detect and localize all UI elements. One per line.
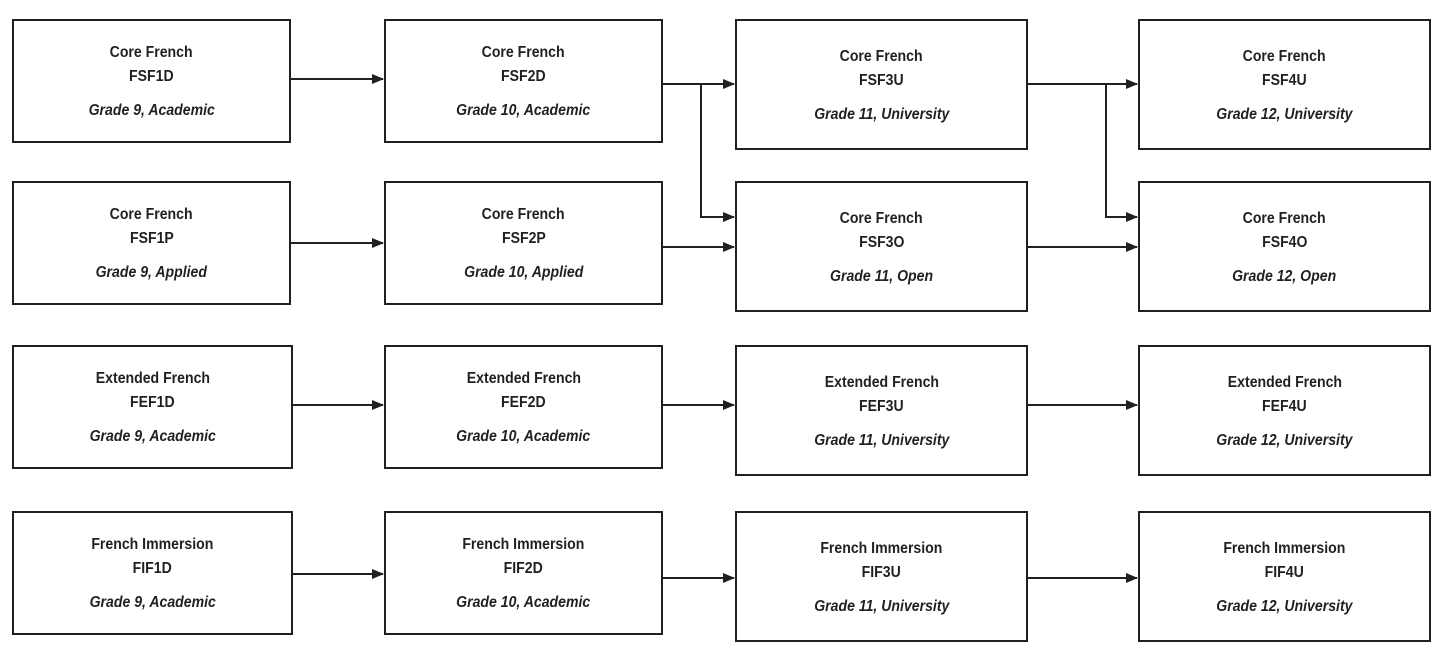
course-code: FSF1P — [129, 230, 174, 247]
course-grade: Grade 12, University — [1216, 105, 1353, 123]
course-name: French Immersion — [1223, 539, 1346, 557]
course-grade: Grade 10, Academic — [456, 594, 591, 611]
arrow-fsf2d-fsf3o — [700, 84, 735, 222]
course-box-fif3u: French Immersion FIF3U Grade 11, Univers… — [735, 511, 1028, 642]
course-name: Core French — [110, 44, 193, 61]
arrow-fsf3u-fsf4o — [1105, 84, 1138, 222]
course-name: Core French — [482, 206, 565, 223]
course-name: Extended French — [1227, 373, 1342, 391]
course-grade: Grade 10, Applied — [463, 264, 584, 281]
course-code: FEF4U — [1262, 397, 1307, 415]
course-code: FEF3U — [859, 397, 904, 415]
course-box-fsf4o: Core French FSF4O Grade 12, Open — [1138, 181, 1431, 312]
course-code: FSF4O — [1261, 233, 1308, 251]
course-box-fsf2p: Core French FSF2P Grade 10, Applied — [384, 181, 663, 305]
course-name: Core French — [110, 206, 193, 223]
course-grade: Grade 12, University — [1216, 431, 1353, 449]
course-grade: Grade 12, University — [1216, 597, 1353, 615]
course-code: FEF2D — [501, 394, 546, 411]
course-grade: Grade 10, Academic — [456, 428, 591, 445]
course-name: French Immersion — [820, 539, 943, 557]
course-code: FIF1D — [132, 560, 173, 577]
course-code: FSF2D — [501, 68, 546, 85]
course-grade: Grade 11, Open — [829, 267, 934, 285]
course-name: Core French — [1243, 47, 1326, 65]
course-code: FIF3U — [861, 563, 902, 581]
course-box-fsf1p: Core French FSF1P Grade 9, Applied — [12, 181, 291, 305]
course-box-fef4u: Extended French FEF4U Grade 12, Universi… — [1138, 345, 1431, 476]
course-box-fef3u: Extended French FEF3U Grade 11, Universi… — [735, 345, 1028, 476]
course-code: FSF3U — [859, 71, 904, 89]
course-code: FSF3O — [858, 233, 905, 251]
course-name: Extended French — [95, 370, 210, 387]
course-box-fef1d: Extended French FEF1D Grade 9, Academic — [12, 345, 293, 469]
course-grade: Grade 9, Applied — [95, 264, 208, 281]
course-grade: Grade 10, Academic — [456, 102, 591, 119]
course-grade: Grade 9, Academic — [89, 594, 216, 611]
course-grade: Grade 12, Open — [1232, 267, 1337, 285]
course-code: FIF2D — [503, 560, 544, 577]
course-grade: Grade 11, University — [813, 597, 950, 615]
course-name: Extended French — [466, 370, 581, 387]
course-code: FSF2P — [501, 230, 546, 247]
course-box-fef2d: Extended French FEF2D Grade 10, Academic — [384, 345, 663, 469]
course-box-fif2d: French Immersion FIF2D Grade 10, Academi… — [384, 511, 663, 635]
course-code: FIF4U — [1264, 563, 1305, 581]
course-name: French Immersion — [462, 536, 585, 553]
course-grade: Grade 9, Academic — [88, 102, 215, 119]
course-name: Core French — [840, 209, 923, 227]
course-grade: Grade 11, University — [813, 431, 950, 449]
course-box-fsf4u: Core French FSF4U Grade 12, University — [1138, 19, 1431, 150]
course-box-fsf1d: Core French FSF1D Grade 9, Academic — [12, 19, 291, 143]
course-code: FEF1D — [130, 394, 175, 411]
course-grade: Grade 11, University — [813, 105, 950, 123]
course-box-fsf2d: Core French FSF2D Grade 10, Academic — [384, 19, 663, 143]
course-name: Core French — [482, 44, 565, 61]
course-box-fsf3o: Core French FSF3O Grade 11, Open — [735, 181, 1028, 312]
course-grade: Grade 9, Academic — [89, 428, 216, 445]
course-name: French Immersion — [91, 536, 214, 553]
course-box-fsf3u: Core French FSF3U Grade 11, University — [735, 19, 1028, 150]
course-name: Core French — [1243, 209, 1326, 227]
course-name: Core French — [840, 47, 923, 65]
course-box-fif4u: French Immersion FIF4U Grade 12, Univers… — [1138, 511, 1431, 642]
course-box-fif1d: French Immersion FIF1D Grade 9, Academic — [12, 511, 293, 635]
course-code: FSF4U — [1262, 71, 1307, 89]
course-name: Extended French — [824, 373, 939, 391]
course-code: FSF1D — [129, 68, 174, 85]
